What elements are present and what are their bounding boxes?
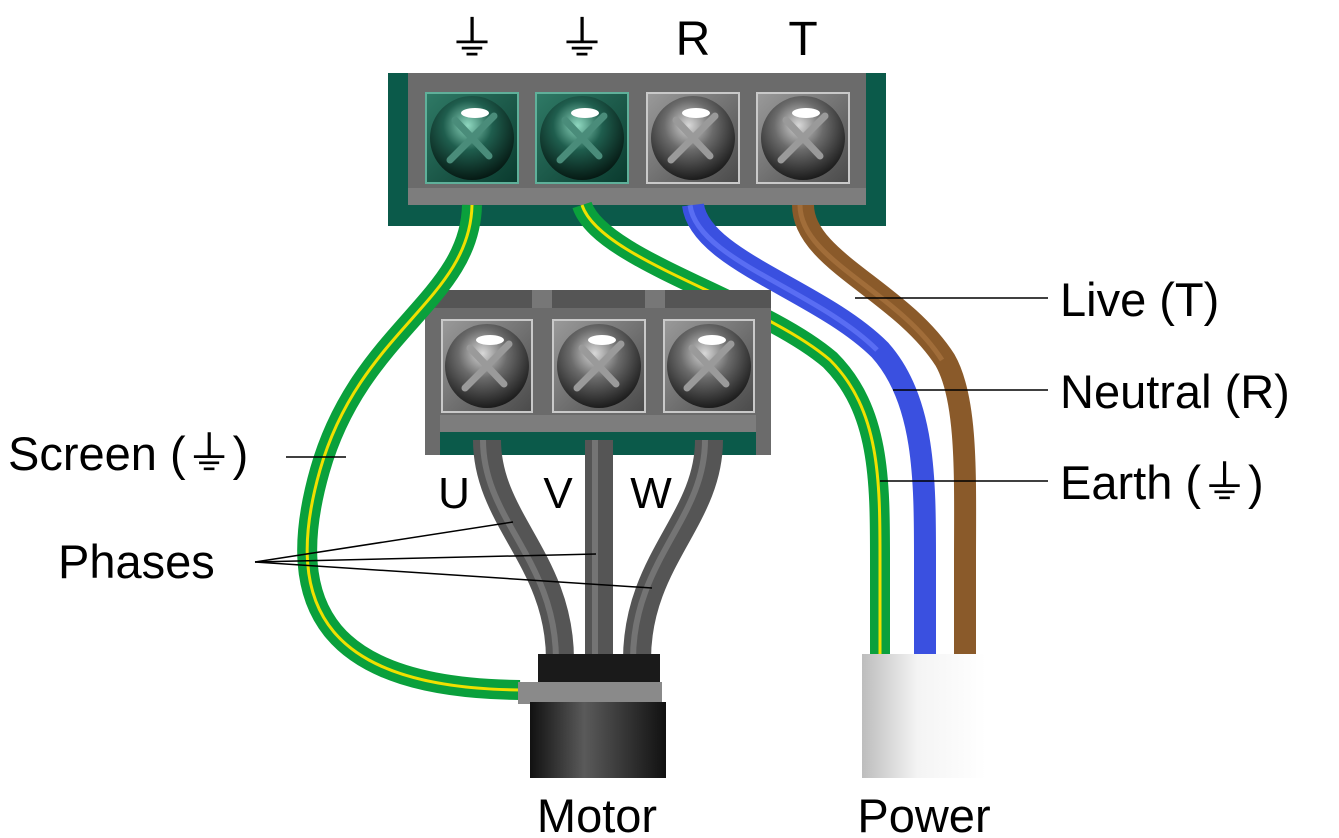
leader-lines bbox=[254, 297, 1048, 589]
terminal-label-earth-2: ⏚ bbox=[558, 13, 606, 66]
earth-terminal-1[interactable] bbox=[425, 92, 519, 184]
terminal-label-r: R bbox=[676, 13, 711, 66]
label-power: Power bbox=[857, 789, 990, 838]
power-cable-sleeve bbox=[862, 654, 986, 778]
motor-terminal-v[interactable] bbox=[552, 319, 646, 413]
motor-terminal-w[interactable] bbox=[663, 319, 755, 413]
terminal-label-earth-1: ⏚ bbox=[448, 13, 496, 66]
terminal-label-t: T bbox=[788, 13, 817, 66]
live-terminal-t[interactable] bbox=[756, 92, 850, 184]
phase-wire-u[interactable] bbox=[473, 439, 574, 661]
phase-wire-w[interactable] bbox=[623, 439, 723, 661]
power-terminal-block bbox=[388, 73, 886, 226]
motor-terminal-label-v: V bbox=[543, 469, 573, 518]
label-neutral: Neutral (R) bbox=[1060, 365, 1290, 418]
motor-terminal-label-w: W bbox=[630, 469, 672, 518]
leader-phase-u bbox=[254, 521, 514, 563]
label-earth: Earth (⏚) bbox=[1060, 456, 1264, 509]
earth-terminal-2[interactable] bbox=[535, 92, 629, 184]
neutral-terminal-r[interactable] bbox=[646, 92, 740, 184]
motor-terminal-u[interactable] bbox=[441, 319, 533, 413]
leader-phase-w bbox=[254, 561, 653, 589]
label-screen: Screen (⏚) bbox=[8, 427, 248, 480]
leader-phase-v bbox=[254, 553, 597, 563]
motor-cable-gland bbox=[518, 654, 666, 778]
label-live: Live (T) bbox=[1060, 273, 1219, 326]
phase-wires bbox=[473, 439, 723, 661]
power-wires bbox=[572, 200, 977, 660]
label-motor: Motor bbox=[537, 789, 657, 838]
motor-terminal-label-u: U bbox=[438, 469, 470, 518]
screen-wire[interactable] bbox=[297, 204, 521, 700]
label-phases: Phases bbox=[58, 535, 215, 588]
motor-terminal-block bbox=[425, 290, 771, 455]
